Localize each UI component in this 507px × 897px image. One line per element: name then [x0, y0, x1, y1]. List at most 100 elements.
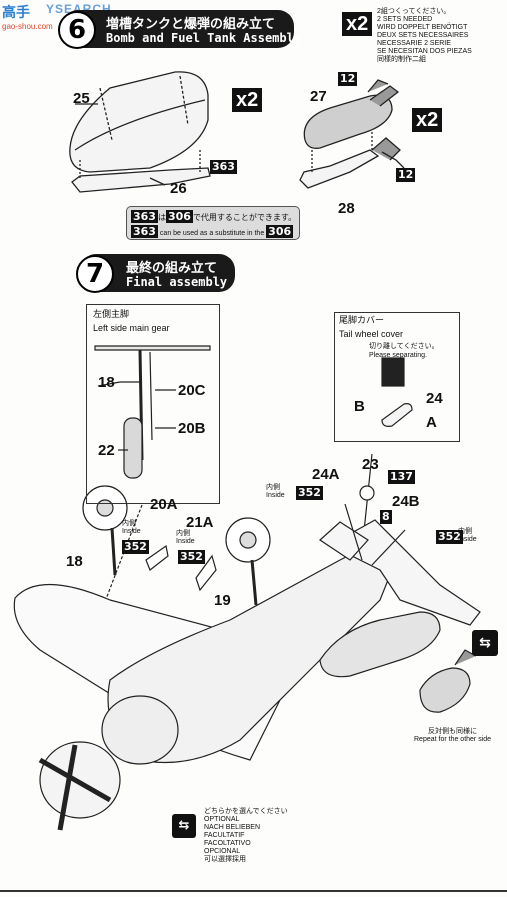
- watermark-site: gao-shou.com: [2, 22, 53, 31]
- inside-jp: 内側: [458, 528, 472, 535]
- left-gear-jp: 左側主脚: [93, 309, 130, 319]
- door-21a-drawing: [195, 554, 217, 592]
- step7-title-jp: 最終の組み立て: [126, 261, 218, 276]
- tail-cut-jp: 切り離してください。: [369, 343, 439, 350]
- substitute-en-text: can be used as a substitute in the: [159, 230, 265, 237]
- step6-multiplier-top: x2: [342, 12, 373, 36]
- left-gear-en: Left side main gear: [93, 323, 170, 333]
- sets-note-line: 同樣的制作二組: [377, 56, 426, 63]
- decal-tag-12-top: 12: [338, 72, 358, 86]
- bomb-drawing: [303, 94, 393, 149]
- inside-en: Inside: [458, 536, 477, 543]
- part-24a-label: 24A: [312, 466, 340, 483]
- optional-line: OPTIONAL: [204, 816, 240, 823]
- tail-cover-jp: 尾脚カバー: [339, 315, 385, 325]
- optional-line: NACH BELIEBEN: [204, 824, 261, 831]
- optional-line: どちらかを選んでください: [204, 808, 288, 815]
- tail-part-b: B: [354, 398, 365, 415]
- substitute-jp-text: で代用することができます。: [192, 213, 297, 222]
- gear-part-20c: 20C: [178, 382, 206, 399]
- decal-tag-8: 8: [380, 510, 392, 524]
- inside-jp: 内側: [122, 520, 136, 527]
- optional-line: FACULTATIF: [204, 832, 245, 839]
- optional-line: 可以選擇採用: [204, 856, 246, 863]
- optional-swap-icon-bottom: ⇆: [172, 814, 196, 838]
- bomb-side-drawing: [419, 667, 471, 713]
- decal-tag-352-20a: 352: [122, 540, 149, 554]
- bottom-divider: [0, 890, 507, 892]
- sets-note-line: DEUX SETS NECESSAIRES: [377, 32, 469, 39]
- tail-part-a: A: [426, 414, 437, 431]
- gear-wheel-drawing: [123, 417, 143, 479]
- tail-part-24: 24: [426, 390, 443, 407]
- inside-label-24a: 内側 Inside: [266, 484, 285, 500]
- part-27-label: 27: [310, 88, 327, 105]
- tail-cut-en: Please separating.: [369, 352, 427, 359]
- step7-number: 7: [76, 255, 114, 293]
- step7-banner: 7 最終の組み立て Final assembly: [76, 254, 235, 293]
- num-363-en: 363: [131, 225, 158, 238]
- sets-note-line: NECESSARIE 2 SERIE: [377, 40, 451, 47]
- propeller-drawing: [38, 744, 112, 831]
- inside-en: Inside: [176, 538, 195, 545]
- sets-needed-note: 2組つくってください。 2 SETS NEEDED WIRD DOPPELT B…: [377, 8, 472, 64]
- inside-label-21a: 内側 Inside: [176, 530, 195, 546]
- drop-tank-side-drawing: [319, 611, 441, 678]
- sets-note-line: 2組つくってください。: [377, 8, 451, 15]
- inside-label-20a: 内側 Inside: [122, 520, 141, 536]
- optional-swap-icon-right: ⇆: [472, 630, 498, 656]
- part-24b-label: 24B: [392, 493, 420, 510]
- decal-tag-352-24b: 352: [436, 530, 463, 544]
- num-306-en: 306: [266, 225, 294, 238]
- part-26-label: 26: [170, 180, 187, 197]
- bomb-mount-drawing: [299, 149, 380, 189]
- gear-part-22: 22: [98, 442, 115, 459]
- watermark-cn: 高手: [2, 5, 30, 21]
- part-20a-label: 20A: [150, 496, 178, 513]
- inside-en: Inside: [266, 492, 285, 499]
- sets-note-line: 2 SETS NEEDED: [377, 16, 433, 23]
- substitute-line-en: 363 can be used as a substitute in the 3…: [131, 225, 294, 239]
- num-306: 306: [165, 210, 193, 223]
- tail-plane-drawing: [328, 519, 481, 626]
- vertical-fin-drawing: [319, 521, 369, 561]
- decal-tag-363: 363: [210, 160, 237, 174]
- engine-cowling-drawing: [101, 695, 179, 765]
- text-wa: は: [157, 213, 166, 222]
- decal-tag-137: 137: [388, 470, 415, 484]
- sets-note-line: SE NECESITAN DOS PIEZAS: [377, 48, 472, 55]
- inside-en: Inside: [122, 528, 141, 535]
- optional-line: OPCIONAL: [204, 848, 241, 855]
- step7-title-en: Final assembly: [126, 275, 228, 289]
- gear-part-20b: 20B: [178, 420, 206, 437]
- step6-multiplier-right: x2: [412, 108, 443, 132]
- tail-cover-en: Tail wheel cover: [339, 329, 404, 339]
- part-25-label: 25: [73, 90, 90, 107]
- repeat-jp: 反対側も同様に: [428, 728, 478, 735]
- inside-jp: 内側: [176, 530, 190, 537]
- step6-title-en: Bomb and Fuel Tank Assembly: [106, 31, 302, 45]
- decal-tag-12-bottom: 12: [396, 168, 416, 182]
- decal-tag-352-24a: 352: [296, 486, 323, 500]
- door-20a-drawing: [145, 544, 169, 571]
- repeat-en: Repeat for the other side: [414, 736, 492, 743]
- optional-note: どちらかを選んでください OPTIONAL NACH BELIEBEN FACU…: [204, 808, 288, 864]
- repeat-note: 反対側も同様に Repeat for the other side: [414, 728, 491, 744]
- part-28-label: 28: [338, 200, 355, 217]
- gear-part-18: 18: [98, 374, 115, 391]
- part-19-label: 19: [214, 592, 231, 609]
- left-main-gear-callout: 左側主脚 Left side main gear: [86, 304, 220, 504]
- sets-note-line: WIRD DOPPELT BENÖTIGT: [377, 24, 468, 31]
- tail-cover-drawing: [381, 403, 413, 427]
- step6-banner: 6 増槽タンクと爆弾の組み立て Bomb and Fuel Tank Assem…: [58, 10, 301, 49]
- part-18-label: 18: [66, 553, 83, 570]
- num-363: 363: [131, 210, 158, 223]
- tail-wheel-cover-callout: 尾脚カバー Tail wheel cover 切り離してください。 Please…: [334, 312, 460, 442]
- part-23-label: 23: [362, 456, 379, 473]
- inside-jp: 内側: [266, 484, 280, 491]
- optional-line: FACOLTATIVO: [204, 840, 251, 847]
- decal-tag-352-21a: 352: [178, 550, 205, 564]
